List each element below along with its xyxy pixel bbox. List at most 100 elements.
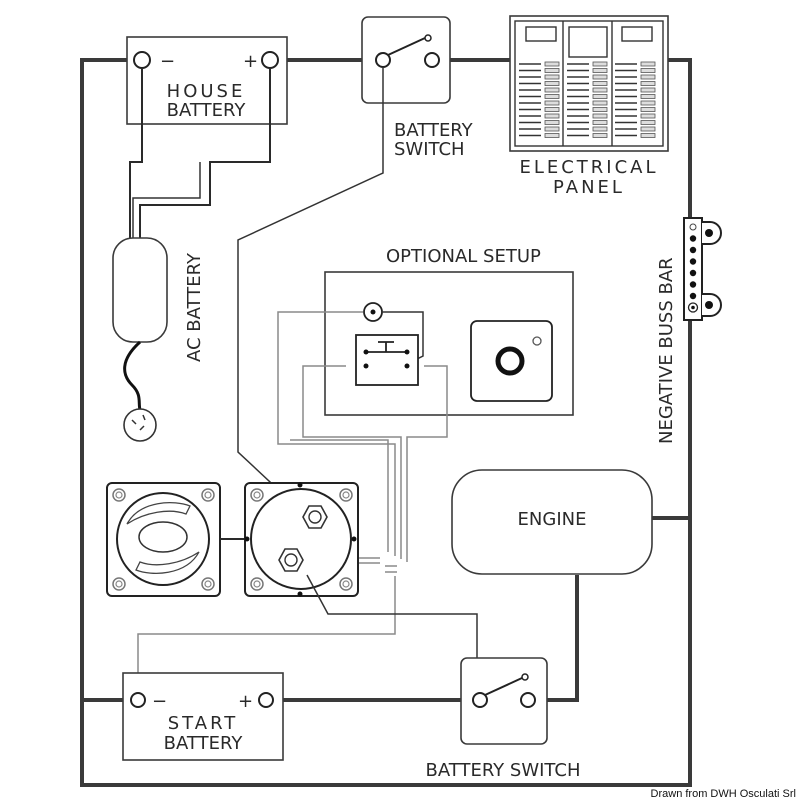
panel-breaker-switch[interactable] [592, 94, 608, 99]
panel-label-2: PANEL [553, 177, 625, 198]
wire-selector-to-start-switch [306, 574, 478, 690]
panel-breaker-switch[interactable] [640, 87, 656, 93]
top-switch-terminal-1 [375, 52, 391, 68]
panel-breaker-switch[interactable] [640, 81, 656, 86]
relay-dot-4 [404, 363, 410, 369]
panel-breaker-switch[interactable] [640, 74, 656, 80]
panel-breaker-switch[interactable] [592, 74, 608, 80]
buss-bar-terminal [689, 223, 697, 231]
start-battery-body [122, 672, 284, 761]
engine: ENGINE [451, 469, 653, 575]
panel-breaker-switch[interactable] [592, 81, 608, 86]
selector-back-body [250, 488, 352, 590]
selector-front-handle-bottom [135, 551, 200, 574]
negative-buss-bar: NEGATIVE BUSS BAR [656, 217, 722, 444]
wire-switch-to-selector [237, 67, 384, 511]
panel-breaker-switch[interactable] [640, 126, 656, 132]
panel-breaker-switch[interactable] [592, 107, 608, 112]
panel-breaker-switch[interactable] [592, 100, 608, 106]
wire-charger-neg [129, 68, 143, 240]
selector-terminal-nut-2[interactable] [278, 548, 304, 572]
panel-breaker-switch[interactable] [640, 107, 656, 112]
panel-breaker-switch[interactable] [544, 133, 560, 138]
start-battery-label-2: BATTERY [164, 733, 244, 754]
bottom-switch-lever [484, 677, 523, 696]
battery-selector-front[interactable] [106, 482, 221, 597]
relay-box [355, 334, 419, 386]
screw-hole [253, 580, 261, 588]
panel-breaker-switch[interactable] [544, 61, 560, 67]
panel-breaker-switch[interactable] [592, 87, 608, 93]
panel-breaker-switch[interactable] [592, 68, 608, 73]
wire-charger-pos [139, 68, 271, 240]
remote-button-ring [495, 346, 525, 376]
panel-breaker-switch[interactable] [544, 107, 560, 112]
signal-wire-1 [277, 311, 396, 556]
ac-power-cord [123, 340, 142, 411]
top-switch-label-1: BATTERY [394, 120, 474, 141]
panel-breaker-switch[interactable] [544, 74, 560, 80]
buss-bar-terminal [689, 235, 697, 242]
buss-bar-stud-bottom [705, 301, 713, 309]
house-battery-neg-sign: − [160, 51, 175, 72]
selector-back-notch-bottom [297, 591, 303, 597]
relay-terminal-dot [370, 309, 376, 315]
selector-nut-2-hole [284, 553, 298, 567]
house-battery-label-2: BATTERY [167, 100, 247, 121]
house-battery-body [126, 36, 288, 125]
panel-breaker-switch[interactable] [640, 61, 656, 67]
buss-bar-label: NEGATIVE BUSS BAR [656, 257, 677, 444]
house-battery-pos-terminal[interactable] [261, 51, 279, 69]
screw-hole [342, 580, 350, 588]
start-battery-label-1: START [168, 713, 239, 734]
panel-meter-1 [525, 26, 557, 42]
buss-bar-terminal [689, 246, 697, 254]
panel-label-1: ELECTRICAL [519, 157, 658, 178]
panel-breaker-switch[interactable] [592, 126, 608, 132]
panel-meter-3 [621, 26, 653, 42]
panel-breaker-switch[interactable] [544, 126, 560, 132]
panel-breaker-switch[interactable] [640, 113, 656, 119]
ac-plug-icon [123, 408, 157, 442]
remote-control-button[interactable] [470, 320, 553, 402]
panel-breaker-switch[interactable] [544, 68, 560, 73]
panel-breaker-switch[interactable] [640, 68, 656, 73]
panel-breaker-switch[interactable] [640, 100, 656, 106]
panel-breaker-switch[interactable] [544, 94, 560, 99]
panel-breaker-switch[interactable] [544, 120, 560, 125]
top-switch-pivot [424, 34, 432, 42]
panel-breaker-switch[interactable] [592, 61, 608, 67]
panel-inner [514, 20, 664, 147]
start-battery-pos-terminal[interactable] [258, 692, 274, 708]
panel-breaker-switch[interactable] [544, 113, 560, 119]
panel-breaker-switch[interactable] [544, 100, 560, 106]
top-switch-label-2: SWITCH [394, 139, 465, 160]
top-battery-switch[interactable]: BATTERY SWITCH [361, 16, 474, 160]
panel-breaker-switch[interactable] [592, 113, 608, 119]
relay-dot-1 [363, 349, 369, 355]
screw-hole [115, 491, 123, 499]
panel-breaker-switch[interactable] [640, 133, 656, 138]
engine-body [451, 469, 653, 575]
panel-breaker-switch[interactable] [640, 120, 656, 125]
panel-breaker-switch[interactable] [640, 94, 656, 99]
selector-front-dial [116, 492, 210, 586]
credit-text: Drawn from DWH Osculati Srl [651, 788, 796, 800]
panel-meter-2 [568, 26, 608, 58]
panel-breaker-switch[interactable] [544, 87, 560, 93]
start-battery-pos-sign: + [238, 691, 253, 712]
start-battery-neg-terminal[interactable] [130, 692, 146, 708]
bottom-battery-switch[interactable]: BATTERY SWITCH [426, 657, 581, 781]
electrical-panel: ELECTRICAL PANEL [509, 15, 669, 198]
selector-front-knob [138, 521, 188, 553]
panel-breaker-switch[interactable] [592, 133, 608, 138]
panel-breaker-switch[interactable] [544, 81, 560, 86]
start-battery: − + START BATTERY [122, 672, 284, 761]
battery-selector-back[interactable] [244, 482, 359, 597]
selector-front-handle-top [126, 502, 191, 525]
selector-terminal-nut-1[interactable] [302, 505, 328, 529]
house-battery-neg-terminal[interactable] [133, 51, 151, 69]
panel-breaker-switch[interactable] [592, 120, 608, 125]
screw-hole [342, 491, 350, 499]
house-battery-label-1: HOUSE [167, 81, 246, 102]
